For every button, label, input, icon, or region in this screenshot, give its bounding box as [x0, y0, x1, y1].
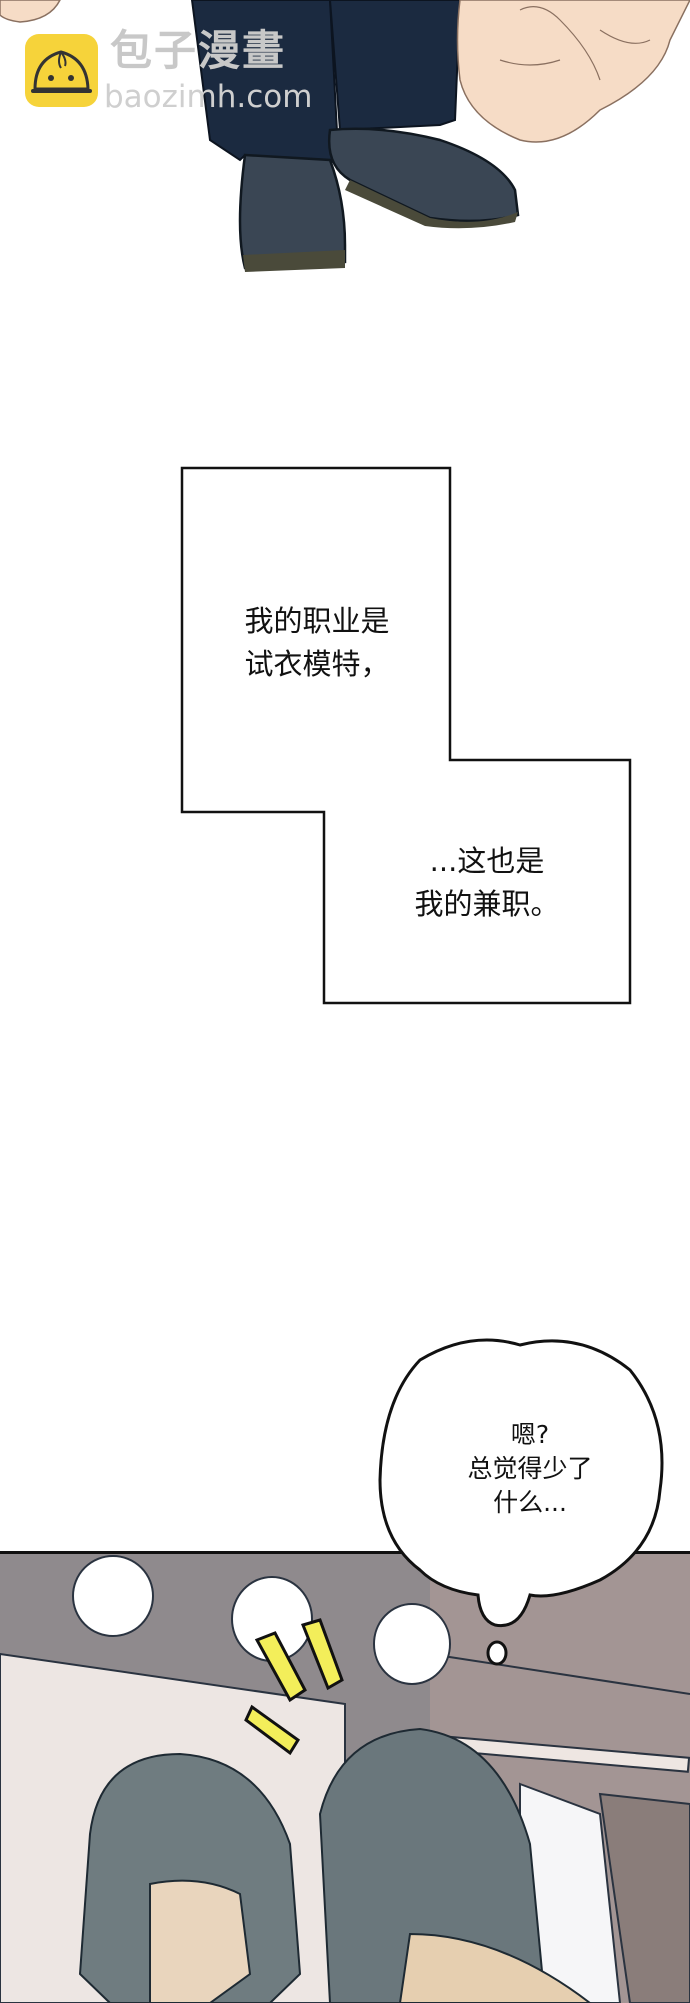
watermark-title: 包子漫畫: [110, 26, 287, 75]
watermark-url: baozimh.com: [104, 79, 313, 115]
watermark-logo: [25, 34, 98, 107]
steamed-bun-icon: [31, 50, 92, 93]
feet-illustration: [0, 0, 690, 272]
panel-top-feet: [0, 0, 690, 290]
panel-bottom-dressing-room: [0, 1551, 690, 2003]
thought-bubble-text: 嗯? 总觉得少了 什么...: [467, 1420, 593, 1517]
dressing-room-illustration: [0, 1554, 690, 2003]
narration-text-2: ...这也是 我的兼职。: [414, 844, 560, 921]
narration-text-1: 我的职业是 试衣模特，: [244, 604, 390, 681]
narration-box-outline: [180, 466, 632, 1005]
